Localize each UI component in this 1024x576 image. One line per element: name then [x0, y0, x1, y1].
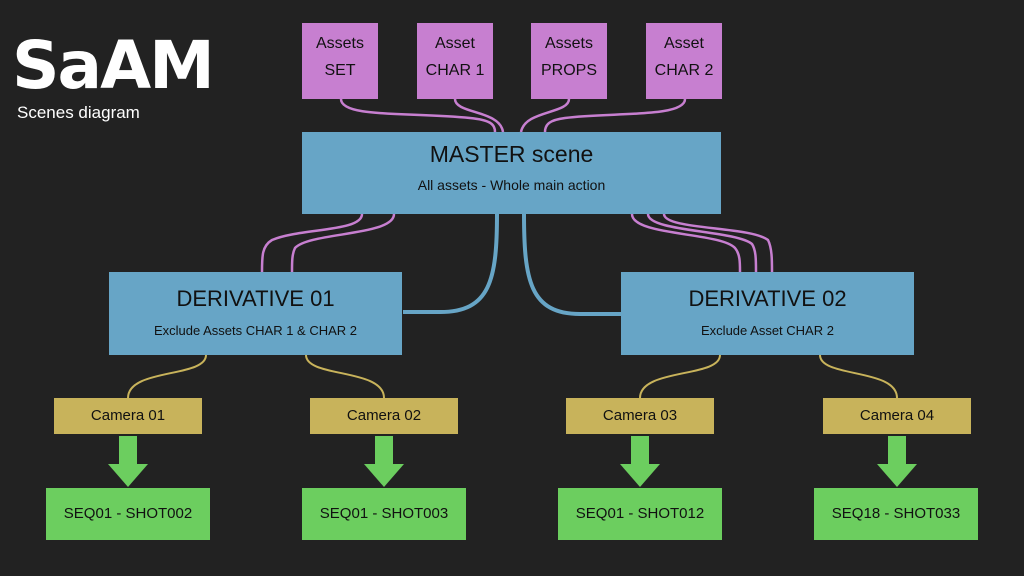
derivative-subtitle: Exclude Asset CHAR 2: [701, 323, 834, 338]
asset-name: PROPS: [540, 62, 597, 79]
derivative-01-box: DERIVATIVE 01 Exclude Assets CHAR 1 & CH…: [109, 272, 402, 355]
arrow-3: [620, 436, 660, 487]
asset-name: CHAR 2: [654, 62, 714, 79]
camera-02-box: Camera 02: [310, 398, 458, 434]
asset-name: CHAR 1: [425, 62, 485, 79]
shot-02-box: SEQ01 - SHOT003: [302, 488, 466, 540]
link-char2-master: [543, 98, 687, 133]
asset-props-box: Assets PROPS: [531, 23, 607, 99]
arrow-2: [364, 436, 404, 487]
logo-mark: SaAM: [12, 27, 215, 104]
link-char1-master: [453, 98, 505, 133]
asset-set-box: Assets SET: [302, 23, 378, 99]
derivative-subtitle: Exclude Assets CHAR 1 & CHAR 2: [153, 323, 358, 338]
asset-label: Assets: [544, 35, 593, 52]
svg-text:SaAM: SaAM: [12, 34, 213, 96]
derivative-02-box: DERIVATIVE 02 Exclude Asset CHAR 2: [621, 272, 914, 355]
saam-logo: SaAM: [12, 27, 236, 104]
master-deriv01-asset-links: [260, 213, 396, 273]
master-scene-title: MASTER scene: [429, 141, 594, 167]
camera-01-box: Camera 01: [54, 398, 202, 434]
arrow-1: [108, 436, 148, 487]
asset-char1-box: Asset CHAR 1: [417, 23, 493, 99]
camera-04-box: Camera 04: [823, 398, 971, 434]
asset-name: SET: [324, 62, 356, 79]
shot-arrows: [108, 436, 917, 487]
asset-label: Asset: [663, 35, 704, 52]
diagram-subtitle: Scenes diagram: [17, 103, 140, 122]
shot-03-box: SEQ01 - SHOT012: [558, 488, 722, 540]
scene-links: [403, 213, 621, 316]
shot-01-box: SEQ01 - SHOT002: [46, 488, 210, 540]
link-props-master: [519, 98, 571, 133]
shot-04-box: SEQ18 - SHOT033: [814, 488, 978, 540]
master-deriv02-asset-links: [630, 213, 774, 273]
asset-label: Assets: [315, 35, 364, 52]
arrow-4: [877, 436, 917, 487]
derivative-title: DERIVATIVE 02: [688, 286, 847, 311]
asset-links: [339, 98, 687, 133]
master-scene-subtitle: All assets - Whole main action: [417, 177, 606, 193]
camera-03-box: Camera 03: [566, 398, 714, 434]
asset-label: Asset: [434, 35, 475, 52]
master-scene-box: MASTER scene All assets - Whole main act…: [302, 132, 721, 214]
asset-char2-box: Asset CHAR 2: [646, 23, 722, 99]
derivative-title: DERIVATIVE 01: [176, 286, 335, 311]
camera-links: [127, 354, 898, 399]
link-set-master: [339, 98, 497, 133]
